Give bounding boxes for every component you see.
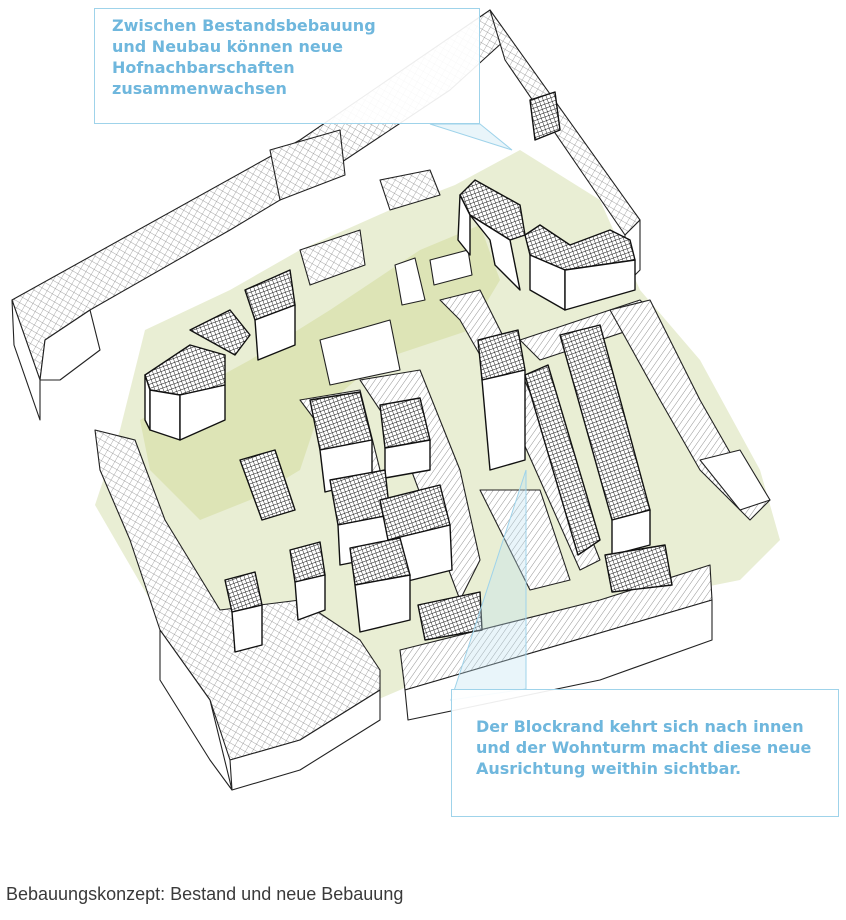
- callout-top-pointer: [429, 123, 513, 151]
- callout-top-line-2: und Neubau können neue: [112, 37, 343, 56]
- new-buildings: [144, 91, 673, 653]
- callout-top-line-3: Hofnachbarschaften: [112, 58, 295, 77]
- callout-top-line-4: zusammenwachsen: [112, 79, 287, 98]
- callout-bottom-line-2: und der Wohnturm macht diese neue: [476, 738, 812, 757]
- callout-top-line-1: Zwischen Bestandsbebauung: [112, 16, 376, 35]
- axonometric-site-diagram: [11, 9, 780, 791]
- callout-bottom: Der Blockrand kehrt sich nach innen und …: [451, 689, 839, 817]
- figure-caption: Bebauungskonzept: Bestand und neue Bebau…: [6, 884, 404, 904]
- callout-bottom-line-1: Der Blockrand kehrt sich nach innen: [476, 717, 804, 736]
- callout-top: Zwischen Bestandsbebauung und Neubau kön…: [94, 8, 480, 124]
- callout-bottom-line-3: Ausrichtung weithin sichtbar.: [476, 759, 742, 778]
